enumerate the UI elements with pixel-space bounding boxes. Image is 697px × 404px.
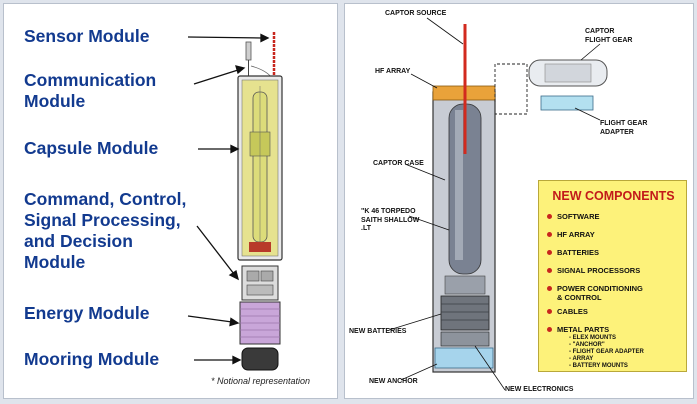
- label-hf-array: HF ARRAY: [375, 68, 411, 75]
- label-flight-gear-adapter: FLIGHT GEAR ADAPTER: [600, 120, 647, 137]
- component-line: SOFTWARE: [557, 212, 600, 221]
- label-line: Mooring Module: [24, 349, 160, 369]
- label-captor-source: CAPTOR SOURCE: [385, 10, 447, 17]
- label-line: Energy Module: [24, 303, 150, 323]
- label-line: Command, Control,: [24, 189, 187, 209]
- component-sub-item: - ARRAY: [569, 356, 594, 362]
- component-item: BATTERIES: [547, 248, 599, 257]
- new-components-box: NEW COMPONENTS SOFTWARE HF ARRAY BATTERI…: [538, 180, 687, 372]
- component-sub-item: - ELEX MOUNTS: [569, 335, 617, 341]
- module-label-command-control: Command, Control, Signal Processing, and…: [24, 189, 186, 273]
- label-line: CAPTOR: [585, 28, 615, 35]
- label-new-batteries: NEW BATTERIES: [349, 328, 407, 335]
- label-line: ADAPTER: [600, 128, 634, 136]
- component-line: POWER CONDITIONING: [557, 284, 643, 293]
- label-line: "K 46 TORPEDO: [361, 208, 416, 215]
- component-item: CABLES: [547, 307, 588, 316]
- component-sub-item: - FLIGHT GEAR ADAPTER: [569, 349, 644, 355]
- bullet-icon: [547, 268, 552, 273]
- component-item: HF ARRAY: [547, 230, 595, 239]
- label-new-electronics: NEW ELECTRONICS: [505, 386, 574, 393]
- bullet-icon: [547, 309, 552, 314]
- label-line: Module: [24, 91, 86, 111]
- captor-drawing: [388, 17, 608, 391]
- module-label-mooring: Mooring Module: [24, 349, 159, 370]
- module-label-capsule: Capsule Module: [24, 138, 158, 159]
- component-item: SOFTWARE: [547, 212, 600, 221]
- component-line: BATTERIES: [557, 248, 599, 257]
- module-diagram-panel: Sensor Module Communication Module Capsu…: [3, 3, 338, 399]
- component-line: SIGNAL PROCESSORS: [557, 266, 641, 275]
- label-line: Signal Processing,: [24, 210, 181, 230]
- bullet-icon: [547, 327, 552, 332]
- component-item: POWER CONDITIONING & CONTROL: [547, 284, 643, 302]
- component-item: METAL PARTS: [547, 325, 609, 334]
- label-line: Capsule Module: [24, 138, 159, 158]
- label-captor-flight-gear: CAPTOR FLIGHT GEAR: [585, 28, 632, 45]
- label-line: Module: [24, 252, 86, 272]
- label-line: SAITH SHALLOW: [361, 216, 420, 224]
- component-sub-item: - BATTERY MOUNTS: [569, 363, 628, 369]
- label-line: Communication: [24, 70, 157, 90]
- label-line: FLIGHT GEAR: [585, 36, 633, 44]
- label-captor-case: CAPTOR CASE: [373, 160, 424, 167]
- bullet-icon: [547, 232, 552, 237]
- label-line: FLIGHT GEAR: [600, 120, 648, 127]
- label-line: .LT: [361, 225, 371, 232]
- label-line: and Decision: [24, 231, 133, 251]
- component-item: SIGNAL PROCESSORS: [547, 266, 640, 275]
- component-line: CABLES: [557, 307, 588, 316]
- bullet-icon: [547, 250, 552, 255]
- captor-diagram-panel: CAPTOR SOURCE CAPTOR FLIGHT GEAR HF ARRA…: [344, 3, 694, 399]
- label-new-anchor: NEW ANCHOR: [369, 378, 418, 385]
- module-stack-drawing: [187, 32, 283, 371]
- notional-note: * Notional representation: [211, 376, 311, 386]
- label-line: Sensor Module: [24, 26, 150, 46]
- module-label-communication: Communication Module: [24, 70, 156, 112]
- component-sub-item: - "ANCHOR": [569, 342, 605, 348]
- module-label-sensor: Sensor Module: [24, 26, 149, 47]
- component-line: & CONTROL: [557, 293, 602, 302]
- component-line: HF ARRAY: [557, 230, 595, 239]
- bullet-icon: [547, 286, 552, 291]
- new-components-title: NEW COMPONENTS: [552, 189, 675, 203]
- label-torpedo: "K 46 TORPEDO SAITH SHALLOW .LT: [361, 208, 419, 234]
- module-label-energy: Energy Module: [24, 303, 149, 324]
- bullet-icon: [547, 214, 552, 219]
- component-line: METAL PARTS: [557, 325, 610, 334]
